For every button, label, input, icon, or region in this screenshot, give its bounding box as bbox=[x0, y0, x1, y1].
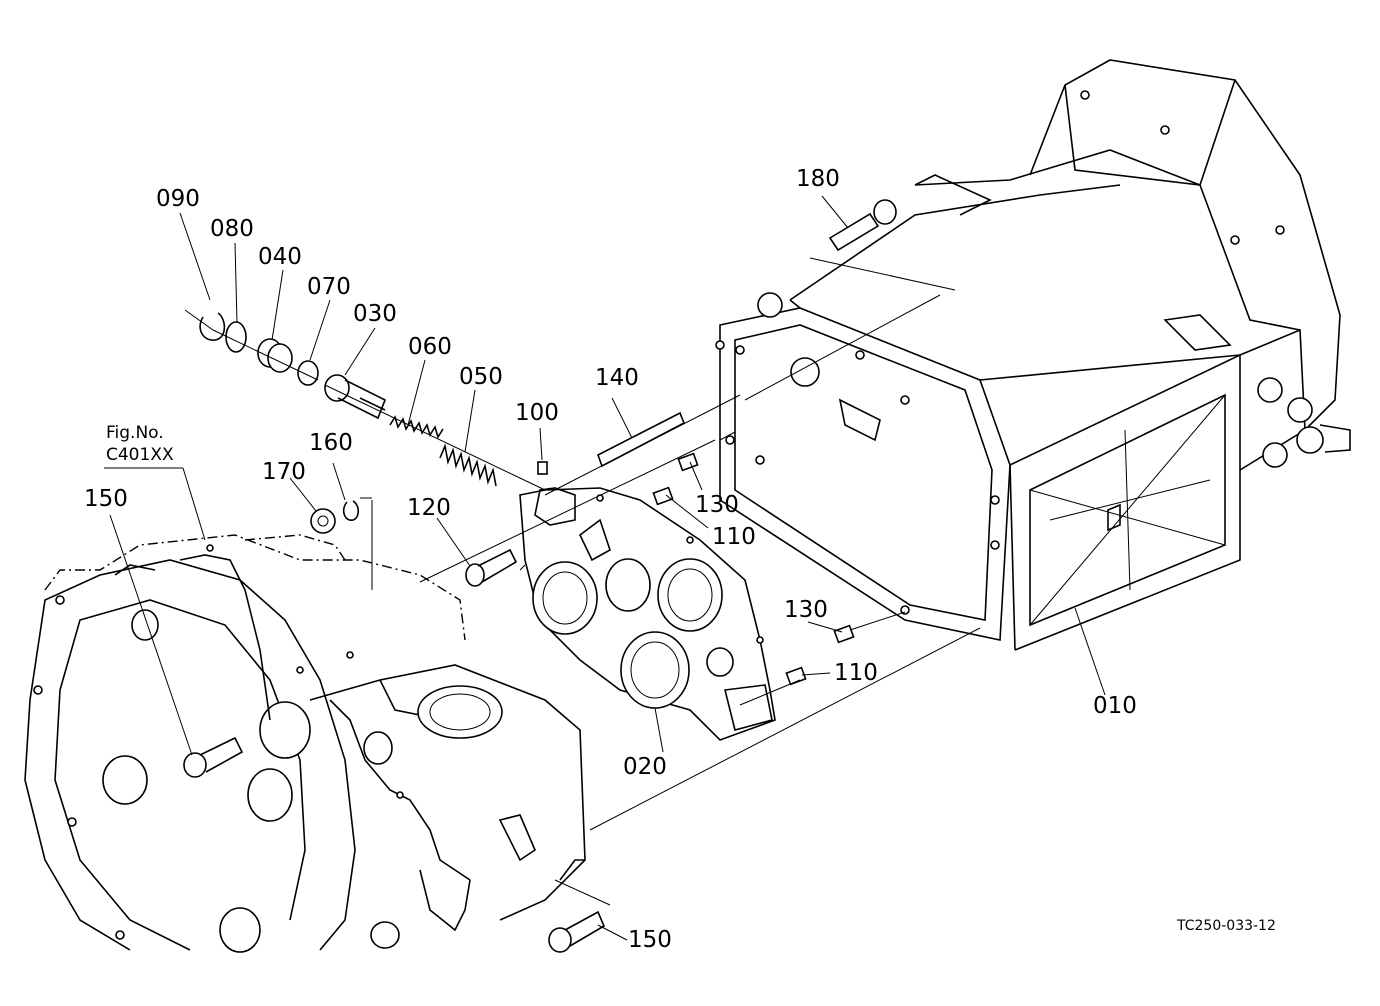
part-070-washer bbox=[297, 360, 319, 386]
leader-lines bbox=[104, 195, 1106, 941]
part-150-front-housing bbox=[24, 534, 586, 953]
callout-090: 090 bbox=[156, 186, 200, 212]
callout-150-lower: 150 bbox=[628, 927, 672, 953]
part-110-pin-upper bbox=[652, 486, 674, 506]
part-160-washer bbox=[342, 500, 360, 521]
part-060-spring bbox=[389, 415, 444, 439]
part-150-bolt-upper bbox=[183, 736, 244, 778]
small-parts bbox=[183, 199, 897, 953]
drawing-code: TC250-033-12 bbox=[1177, 918, 1276, 934]
part-020-plate bbox=[519, 487, 776, 741]
callout-010: 010 bbox=[1093, 693, 1137, 719]
part-120-bolt bbox=[465, 548, 518, 587]
part-030-piston bbox=[324, 374, 387, 420]
callout-130-lower: 130 bbox=[784, 597, 828, 623]
part-180-bolt bbox=[828, 199, 897, 252]
callout-040: 040 bbox=[258, 244, 302, 270]
callout-030: 030 bbox=[353, 301, 397, 327]
callout-100: 100 bbox=[515, 400, 559, 426]
callout-180: 180 bbox=[796, 166, 840, 192]
part-140-stud bbox=[597, 411, 686, 468]
part-100-plug bbox=[537, 461, 548, 475]
part-010-transmission-case bbox=[715, 59, 1351, 651]
callout-170: 170 bbox=[262, 459, 306, 485]
callout-070: 070 bbox=[307, 274, 351, 300]
callout-160: 160 bbox=[309, 430, 353, 456]
part-170-nut bbox=[310, 508, 336, 534]
callout-020: 020 bbox=[623, 754, 667, 780]
callout-080: 080 bbox=[210, 216, 254, 242]
callout-060: 060 bbox=[408, 334, 452, 360]
callout-050: 050 bbox=[459, 364, 503, 390]
part-050-spring bbox=[439, 443, 497, 487]
part-150-bolt-lower bbox=[548, 910, 606, 953]
figure-ref-number: C401XX bbox=[106, 445, 174, 465]
part-130-pin-upper bbox=[677, 452, 699, 472]
part-110-pin-lower bbox=[785, 666, 807, 686]
callout-150-upper: 150 bbox=[84, 486, 128, 512]
part-080-o-ring bbox=[225, 321, 247, 353]
callout-110-upper: 110 bbox=[712, 524, 756, 550]
callout-120: 120 bbox=[407, 495, 451, 521]
part-090-circlip bbox=[199, 312, 226, 341]
figure-ref-label: Fig.No. bbox=[106, 423, 164, 443]
part-130-pin-lower bbox=[833, 624, 855, 644]
callout-130-upper: 130 bbox=[695, 492, 739, 518]
callout-140: 140 bbox=[595, 365, 639, 391]
callout-110-lower: 110 bbox=[834, 660, 878, 686]
